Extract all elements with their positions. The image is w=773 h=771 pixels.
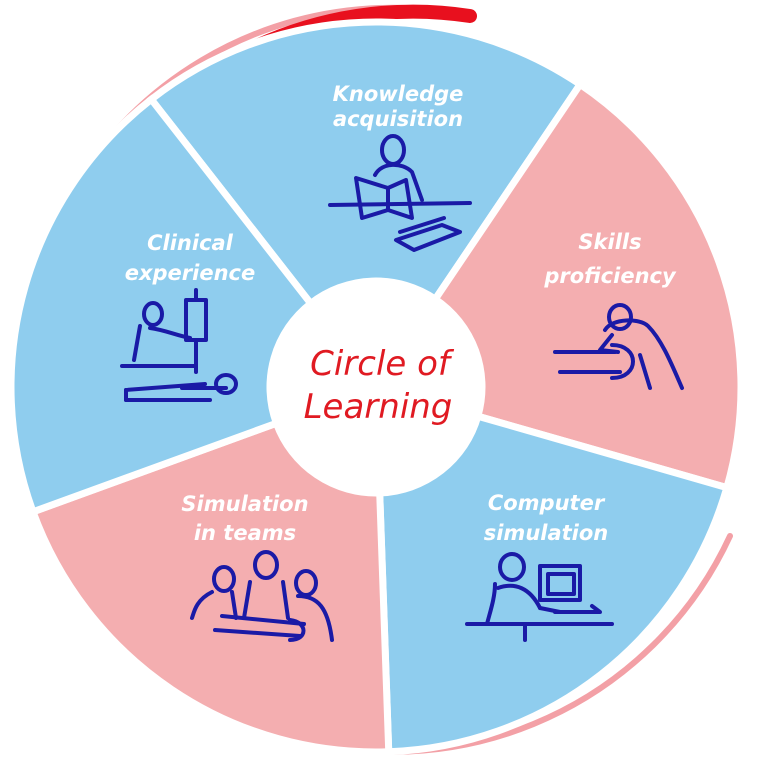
center-title-line2: Learning	[304, 387, 453, 427]
segment-skills-label: Skills proficiency	[543, 230, 677, 288]
segment-teams-label: Simulation in teams	[181, 492, 308, 545]
segment-label-line1: Clinical	[147, 231, 234, 255]
segment-knowledge-label: Knowledge acquisition	[333, 82, 464, 131]
caregiver-with-patient-icon	[120, 288, 238, 402]
center-circle	[271, 282, 481, 492]
team-around-patient-icon	[190, 550, 334, 642]
segment-label-line2: in teams	[194, 521, 296, 545]
person-reading-icon	[328, 134, 472, 252]
segment-label-line1: Computer	[488, 491, 606, 515]
segment-label-line2: experience	[125, 261, 256, 285]
person-at-computer-icon	[465, 552, 614, 642]
segment-label-line2: acquisition	[333, 107, 463, 131]
segment-computer	[376, 411, 732, 756]
segment-teams	[28, 418, 393, 756]
segment-label-line1: Simulation	[181, 492, 308, 516]
segment-label-line2: simulation	[484, 521, 609, 545]
segment-computer-label: Computer simulation	[484, 491, 609, 545]
segment-label-line1: Knowledge	[333, 82, 464, 106]
segment-skills	[430, 79, 745, 492]
segment-label-line1: Skills	[578, 230, 641, 254]
person-treating-patient-icon	[553, 303, 684, 390]
segment-clinical-label: Clinical experience	[125, 231, 256, 285]
center-hub: Circle of Learning	[271, 282, 481, 492]
segment-label-line2: proficiency	[543, 264, 677, 288]
center-title-line1: Circle of	[310, 344, 455, 384]
